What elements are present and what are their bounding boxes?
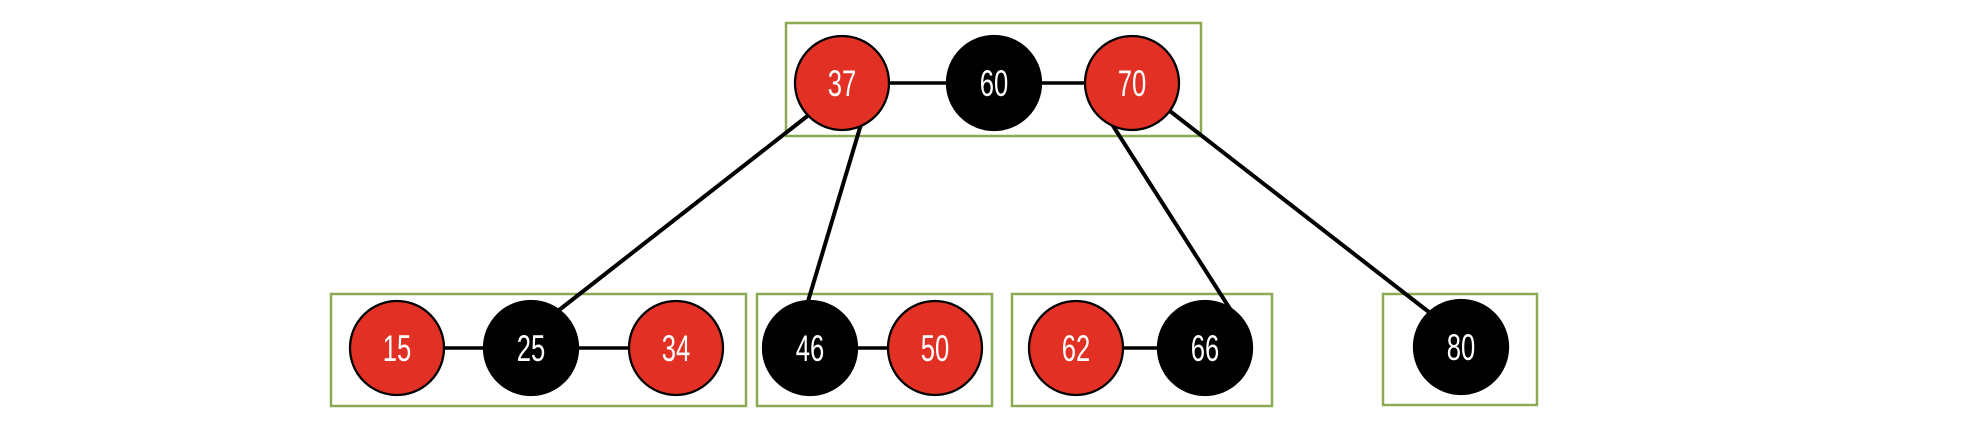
tree-node-46-circle <box>761 299 859 397</box>
tree-node-15-circle <box>348 299 446 397</box>
tree-node-46-label: 46 <box>796 328 825 369</box>
tree-edge-37-25 <box>552 112 812 316</box>
tree-node-66-circle <box>1156 299 1254 397</box>
tree-edge-70-80 <box>1164 106 1436 318</box>
tree-node-66-label: 66 <box>1191 328 1220 369</box>
tree-edge-70-66 <box>1106 116 1234 314</box>
tree-node-34-label: 34 <box>662 328 691 369</box>
node-group-15-25-34-rect <box>329 292 748 408</box>
tree-node-37-label: 37 <box>828 63 857 104</box>
node-group-46-50-rect <box>755 292 994 408</box>
tree-node-60-label: 60 <box>980 63 1009 104</box>
tree-node-34-circle <box>627 299 725 397</box>
tree-node-80-circle <box>1412 298 1510 396</box>
node-group-80-rect <box>1381 292 1539 407</box>
tree-node-62-circle <box>1027 299 1125 397</box>
tree-node-25-label: 25 <box>517 328 546 369</box>
tree-node-70-circle <box>1083 34 1181 132</box>
tree-edge-37-46 <box>804 120 864 309</box>
node-group-62-66-rect <box>1010 292 1274 408</box>
tree-node-80-label: 80 <box>1447 327 1476 368</box>
tree-node-62-label: 62 <box>1062 328 1091 369</box>
tree-node-37-circle <box>793 34 891 132</box>
tree-node-15-label: 15 <box>383 328 412 369</box>
node-group-root-rect <box>784 21 1203 138</box>
tree-node-50-label: 50 <box>921 328 950 369</box>
tree-node-70-label: 70 <box>1118 63 1147 104</box>
tree-node-25-circle <box>482 299 580 397</box>
tree-node-60-circle <box>945 34 1043 132</box>
tree-node-50-circle <box>886 299 984 397</box>
